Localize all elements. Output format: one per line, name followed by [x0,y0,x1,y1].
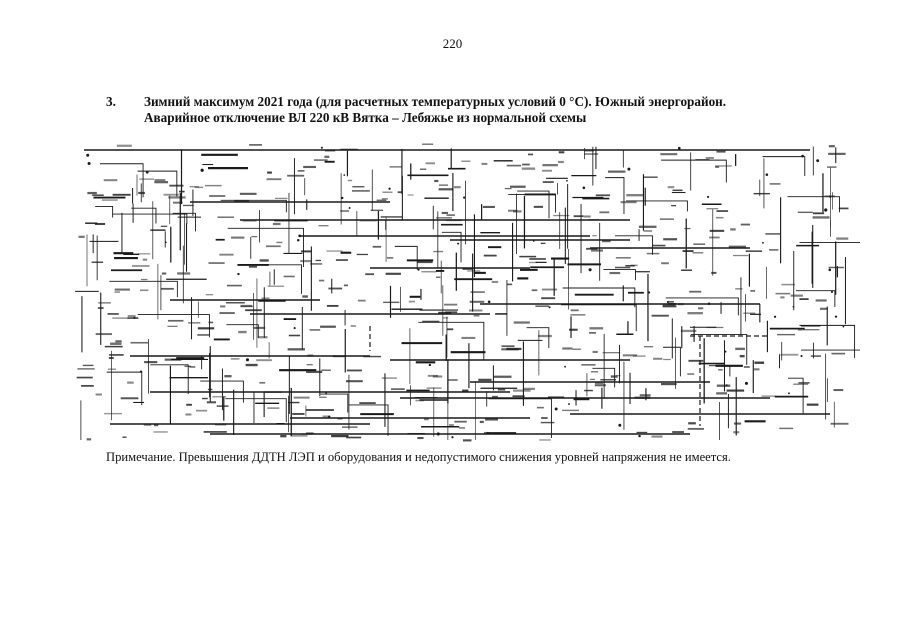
section-title-line-1: Зимний максимум 2021 года (для расчетных… [144,94,727,109]
schematic-connectors [80,146,860,440]
page-number: 220 [442,36,463,51]
note: Примечание. Превышения ДДТН ЛЭП и оборуд… [106,450,731,464]
power-grid-schematic [75,143,860,442]
section-number: 3. [106,94,116,109]
schematic-label-marks [76,143,849,442]
section-title-line-2: Аварийное отключение ВЛ 220 кВ Вятка – Л… [144,110,587,125]
